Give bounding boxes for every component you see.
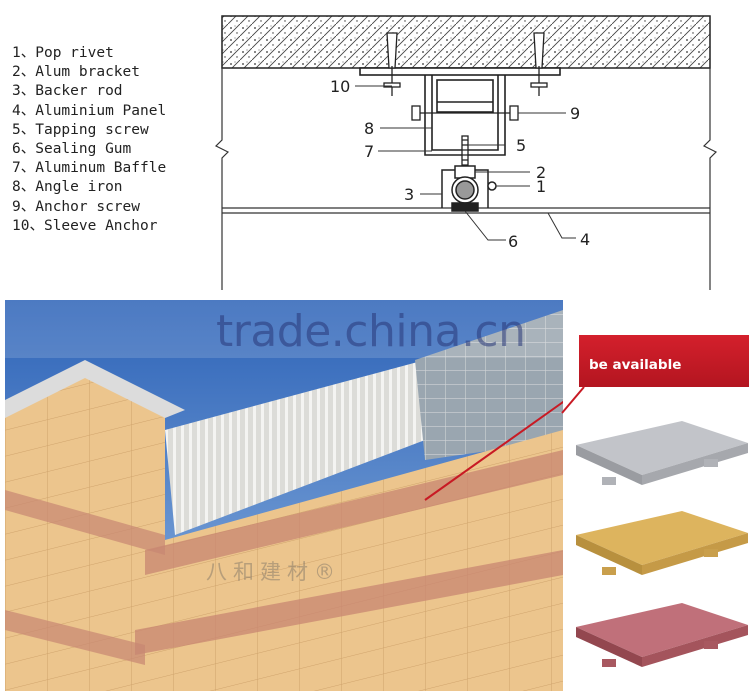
legend-item-6: 6、Sealing Gum bbox=[12, 140, 132, 157]
left-wall-line bbox=[214, 16, 230, 290]
angle-iron-plate bbox=[359, 67, 561, 76]
legend-item-2: 2、Alum bracket bbox=[12, 64, 140, 81]
callout-2: 2 bbox=[536, 163, 546, 182]
callout-10: 10 bbox=[330, 77, 350, 96]
sleeve-anchor-right bbox=[530, 32, 548, 96]
pointer-line bbox=[561, 386, 585, 414]
brand-watermark: 八和建材® bbox=[206, 560, 341, 584]
sealing-gum bbox=[451, 202, 479, 212]
availability-banner: be available bbox=[579, 335, 749, 387]
watermark-text: trade.china.cn bbox=[216, 306, 526, 357]
pop-rivet bbox=[487, 181, 497, 191]
callout-1: 1 bbox=[536, 177, 546, 196]
legend-item-8: 8、Angle iron bbox=[12, 179, 123, 196]
callout-9: 9 bbox=[570, 104, 580, 123]
legend-item-9: 9、Anchor screw bbox=[12, 198, 140, 215]
installation-diagram: 10 9 8 5 7 2 3 1 6 4 bbox=[214, 15, 718, 290]
bracket-clip bbox=[454, 165, 476, 179]
callout-8: 8 bbox=[364, 119, 374, 138]
sleeve-anchor-left bbox=[383, 32, 401, 96]
legend-item-4: 4、Aluminium Panel bbox=[12, 102, 167, 119]
legend-item-3: 3、Backer rod bbox=[12, 83, 123, 100]
callout-7: 7 bbox=[364, 142, 374, 161]
aluminum-panel-sample-red bbox=[576, 603, 748, 667]
legend-item-7: 7、Aluminum Baffle bbox=[12, 160, 167, 177]
aluminum-panel-sample-gold bbox=[576, 511, 748, 575]
right-wall-line bbox=[702, 16, 718, 290]
callout-3: 3 bbox=[404, 185, 414, 204]
channel-block bbox=[436, 79, 494, 113]
availability-text: be available bbox=[589, 357, 682, 373]
panel-samples bbox=[576, 421, 748, 667]
concrete-slab bbox=[221, 15, 711, 69]
legend-item-5: 5、Tapping screw bbox=[12, 121, 149, 138]
callout-4: 4 bbox=[580, 230, 590, 249]
callout-5: 5 bbox=[516, 136, 526, 155]
aluminum-panel-sample-silver bbox=[576, 421, 748, 485]
legend-item-10: 10、Sleeve Anchor bbox=[12, 217, 158, 234]
building-photo bbox=[5, 300, 563, 691]
legend-item-1: 1、Pop rivet bbox=[12, 45, 114, 61]
callout-6: 6 bbox=[508, 232, 518, 251]
legend: 1、Pop rivet 2、Alum bracket 3、Backer rod … bbox=[12, 44, 212, 236]
